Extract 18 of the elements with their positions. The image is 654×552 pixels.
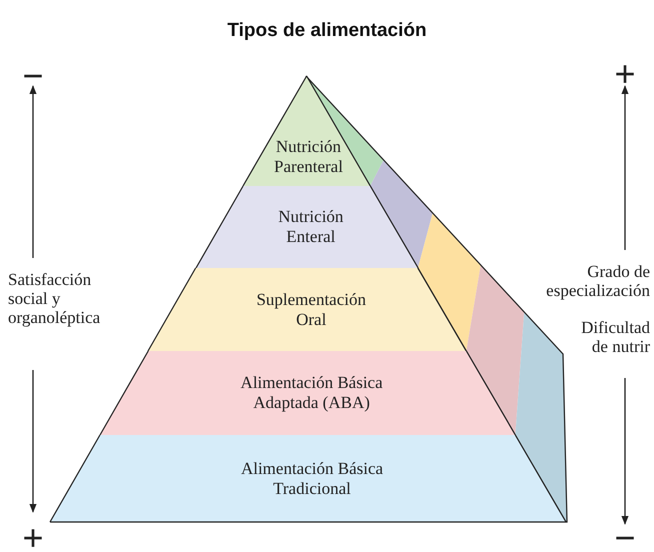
level-label: Alimentación Básica Tradicional bbox=[240, 458, 384, 498]
axis-label: Satisfacción social y organoléptica bbox=[8, 270, 100, 327]
level-label: Suplementación Oral bbox=[256, 290, 366, 328]
minus-sign: − bbox=[22, 55, 44, 96]
level-label: Nutrición Enteral bbox=[278, 207, 344, 246]
pyramid-level bbox=[196, 186, 418, 268]
pyramid-level bbox=[100, 351, 516, 435]
pyramid-level bbox=[50, 435, 566, 522]
level-label: Nutrición Parenteral bbox=[274, 137, 343, 176]
plus-sign: + bbox=[614, 53, 636, 94]
axis-label: Grado de especialización bbox=[546, 262, 650, 300]
axis-label: Dificultad de nutrir bbox=[581, 318, 650, 356]
plus-sign: + bbox=[22, 517, 44, 552]
level-label: Alimentación Básica Adaptada (ABA) bbox=[240, 373, 383, 412]
minus-sign: − bbox=[614, 517, 636, 552]
pyramid-level bbox=[148, 268, 466, 351]
pyramid-level bbox=[242, 76, 370, 186]
diagram-title: Tipos de alimentación bbox=[226, 20, 428, 42]
